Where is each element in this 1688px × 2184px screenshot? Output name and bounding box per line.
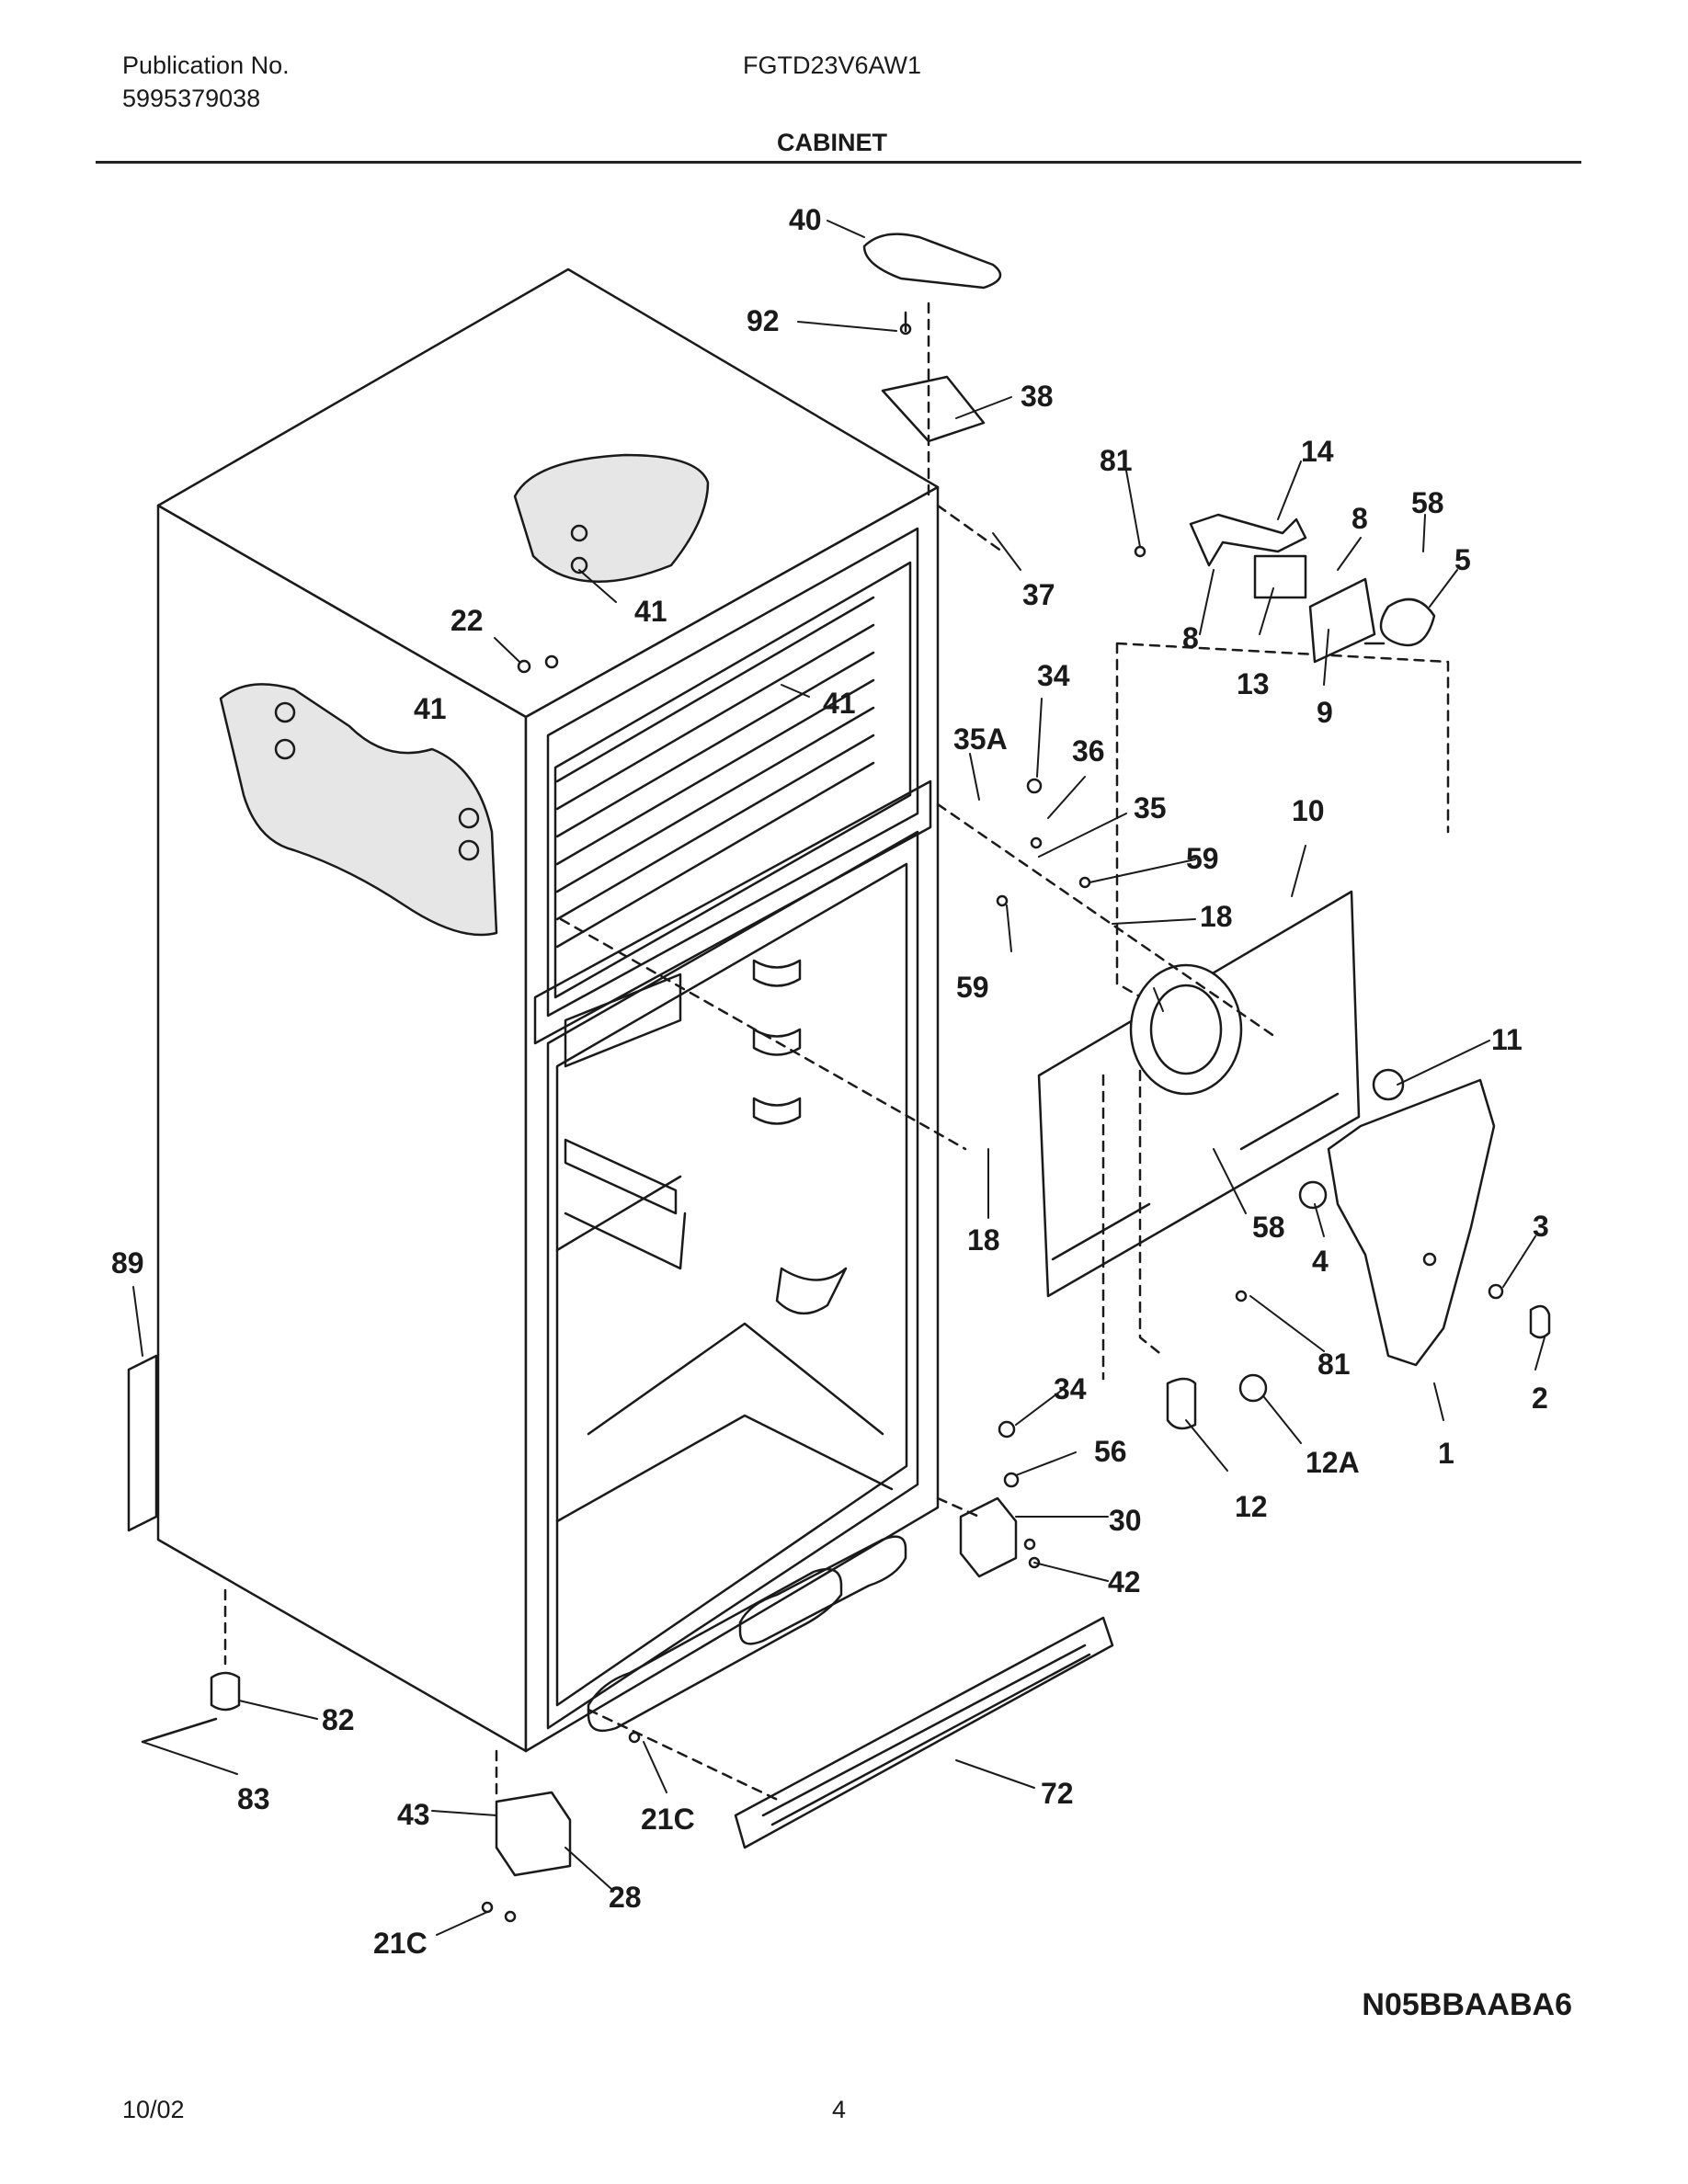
section-title: CABINET	[777, 129, 887, 156]
callout-4: 4	[1312, 1245, 1329, 1278]
callout-34b: 34	[1054, 1372, 1087, 1405]
callout-3: 3	[1533, 1210, 1549, 1243]
callout-59: 59	[1186, 842, 1219, 875]
callout-58b: 58	[1252, 1211, 1285, 1244]
callout-40: 40	[789, 203, 822, 236]
callout-11: 11	[1491, 1023, 1523, 1056]
callout-36: 36	[1072, 734, 1105, 768]
header-rule	[96, 161, 1581, 164]
toe-grille-part-72	[734, 1616, 1114, 1849]
callout-12: 12	[1235, 1490, 1268, 1523]
callout-81b: 81	[1317, 1348, 1351, 1381]
roller-part-82	[210, 1671, 241, 1712]
footer-date: 10/02	[122, 2096, 185, 2123]
evaporator-cover-part-10	[1037, 890, 1361, 1298]
side-panel-part-41	[219, 683, 498, 937]
page-number: 4	[832, 2096, 847, 2123]
callout-43: 43	[397, 1798, 430, 1831]
plug-part-12A	[1238, 1373, 1268, 1403]
callout-18: 18	[1200, 900, 1233, 933]
callout-5: 5	[1454, 543, 1471, 576]
diagram-code: N05BBAABA6	[1362, 1987, 1572, 2022]
air-duct-part-1	[1327, 1078, 1496, 1367]
side-strip-part-89	[127, 1354, 158, 1532]
callout-9: 9	[1317, 696, 1333, 729]
callout-labels: 40 92 38 81 14 8 58 5 37 41 22 8 13 9 34…	[111, 203, 1549, 1960]
callout-58: 58	[1411, 486, 1444, 519]
callout-2: 2	[1532, 1382, 1548, 1415]
knob-part-2	[1529, 1304, 1551, 1339]
callout-41c: 41	[823, 687, 856, 720]
callout-14: 14	[1301, 435, 1334, 468]
callout-18b: 18	[967, 1223, 1000, 1257]
callout-42: 42	[1108, 1565, 1141, 1598]
callout-35A: 35A	[953, 722, 1008, 756]
callout-10: 10	[1292, 794, 1325, 827]
callout-28: 28	[609, 1881, 642, 1914]
model-number: FGTD23V6AW1	[743, 51, 922, 79]
callout-92: 92	[747, 304, 780, 337]
washer-part-3	[1488, 1283, 1504, 1300]
axle-part-83	[141, 1717, 218, 1744]
callout-21C-b: 21C	[373, 1927, 428, 1960]
bracket-part-43	[495, 1791, 572, 1877]
callout-83: 83	[237, 1782, 270, 1815]
callout-1: 1	[1438, 1437, 1454, 1470]
callout-8b: 8	[1182, 621, 1199, 654]
callout-81: 81	[1100, 444, 1133, 477]
callout-37: 37	[1022, 578, 1055, 611]
hinge-parts	[862, 233, 1002, 498]
callout-82: 82	[322, 1703, 355, 1736]
callout-72: 72	[1041, 1777, 1074, 1810]
callout-41: 41	[634, 595, 667, 628]
top-cover-part-41	[513, 453, 710, 584]
publication-label: Publication No.	[122, 51, 290, 79]
callout-13: 13	[1237, 667, 1270, 700]
damper-part-12	[1166, 1377, 1197, 1430]
knob-part-4	[1298, 1180, 1328, 1210]
callout-12A: 12A	[1306, 1446, 1360, 1479]
callout-8: 8	[1352, 502, 1368, 535]
callout-34: 34	[1037, 659, 1070, 692]
lower-hinge-part-30	[959, 1496, 1018, 1578]
plug-part-11	[1372, 1068, 1405, 1101]
publication-number: 5995379038	[122, 85, 261, 112]
callout-22: 22	[451, 604, 484, 637]
callout-41b: 41	[414, 692, 447, 725]
callout-21C: 21C	[641, 1803, 695, 1836]
callout-35: 35	[1134, 791, 1167, 825]
fan-motor-assembly	[1189, 513, 1436, 664]
callout-30: 30	[1109, 1504, 1142, 1537]
callout-38: 38	[1021, 380, 1054, 413]
callout-89: 89	[111, 1246, 144, 1280]
callout-59b: 59	[956, 971, 989, 1004]
callout-56: 56	[1094, 1435, 1127, 1468]
